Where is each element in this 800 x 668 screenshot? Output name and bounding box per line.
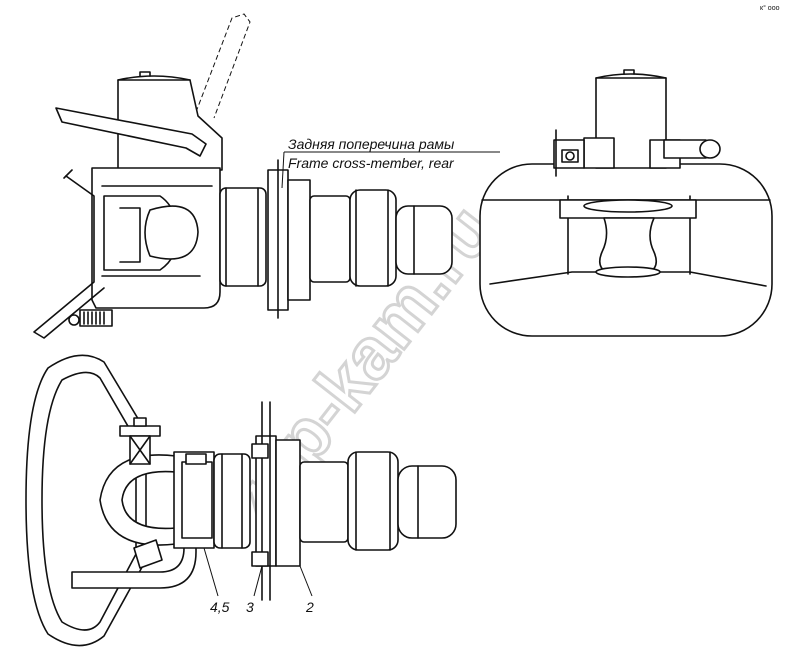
corner-mark: к° ооо [760,4,780,12]
caption-en: Frame cross-member, rear [288,155,455,171]
rear-view [479,69,773,337]
side-view [33,13,453,339]
plan-view [25,354,457,647]
callout-4-5: 4,5 [210,599,230,615]
callout-3: 3 [246,599,254,615]
callout-2: 2 [305,599,314,615]
caption-ru: Задняя поперечина рамы [288,136,455,152]
